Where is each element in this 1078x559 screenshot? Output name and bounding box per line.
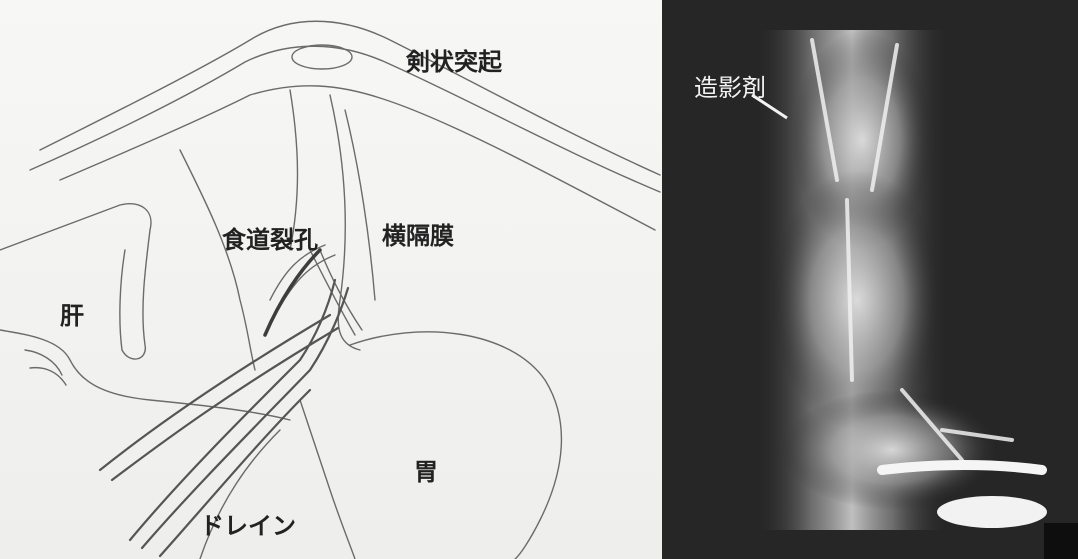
liver-small-2 xyxy=(30,368,66,385)
drain-shadow xyxy=(882,465,1042,470)
label-diaphragm: 横隔膜 xyxy=(382,216,454,251)
xiphoid-process xyxy=(292,45,352,69)
rib-arch-inner xyxy=(30,46,660,192)
contrast-lower xyxy=(782,390,1002,510)
label-drain: ドレイン xyxy=(200,506,296,541)
label-liver: 肝 xyxy=(60,296,84,331)
bright-blob xyxy=(937,496,1047,528)
diaphragm-right xyxy=(330,95,360,350)
contrast-middle xyxy=(772,170,942,430)
anatomy-sketch-panel: 剣状突起 食道裂孔 横隔膜 肝 胃 ドレイン xyxy=(0,0,662,559)
label-hiatus: 食道裂孔 xyxy=(222,220,318,255)
liver-outline xyxy=(0,204,151,359)
diaphragm-right-2 xyxy=(345,110,375,300)
stomach-inner xyxy=(300,400,355,559)
label-contrast: 造影剤 xyxy=(694,68,766,103)
anatomy-sketch xyxy=(0,0,662,559)
label-xiphoid: 剣状突起 xyxy=(406,42,502,77)
diaphragm-left-crus xyxy=(180,150,255,370)
liver-small-1 xyxy=(25,350,62,375)
stomach-outline xyxy=(350,332,561,559)
rib-arch-inner-2 xyxy=(60,86,655,230)
label-stomach: 胃 xyxy=(414,452,438,487)
xray-panel: 造影剤 xyxy=(662,0,1078,559)
rib-arch-outer xyxy=(40,21,660,175)
corner-marker xyxy=(1044,523,1078,559)
